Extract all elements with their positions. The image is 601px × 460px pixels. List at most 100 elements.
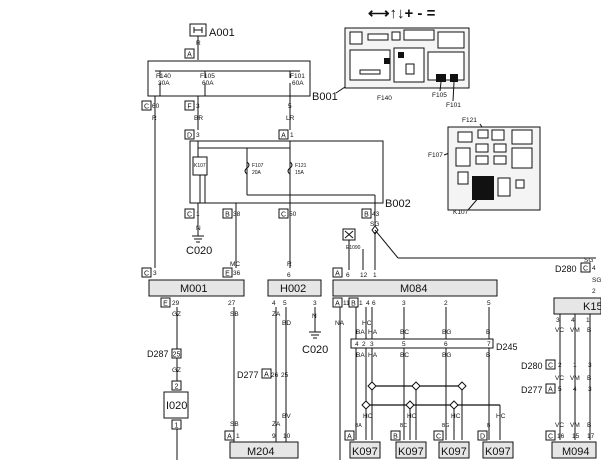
svg-text:R: R: [152, 115, 157, 122]
svg-text:VC: VC: [555, 327, 564, 334]
battery-a001: A001 R: [189, 23, 235, 60]
svg-text:C: C: [144, 271, 149, 278]
svg-text:F: F: [187, 104, 191, 111]
svg-text:SG: SG: [584, 257, 593, 264]
svg-text:9: 9: [272, 433, 276, 440]
svg-text:1: 1: [573, 362, 577, 369]
svg-text:25: 25: [281, 372, 289, 379]
svg-text:5: 5: [558, 386, 562, 393]
svg-text:1: 1: [359, 300, 363, 307]
svg-text:N: N: [312, 313, 317, 320]
h002-label: H002: [280, 283, 306, 295]
svg-text:D280: D280: [555, 264, 577, 274]
svg-text:B: B: [587, 422, 591, 429]
svg-text:4: 4: [366, 300, 370, 307]
e1090-component: E1090: [342, 228, 376, 270]
svg-text:SB: SB: [230, 311, 239, 318]
b002-layout-thumbnail[interactable]: F121 F107 K107: [428, 117, 541, 216]
svg-text:20A: 20A: [252, 170, 262, 176]
lower-wiring: GZ D287 25 GZ 2 I020 1 SB SB ZA BD D277 …: [147, 307, 345, 460]
svg-text:1: 1: [290, 132, 294, 139]
fuse-f121: F121: [295, 163, 307, 169]
svg-text:D: D: [187, 133, 192, 140]
svg-text:3: 3: [196, 132, 200, 139]
svg-text:F140: F140: [377, 95, 392, 102]
svg-text:6: 6: [444, 341, 448, 348]
svg-text:3: 3: [588, 362, 592, 369]
svg-text:26: 26: [271, 372, 279, 379]
svg-text:BV: BV: [282, 413, 291, 420]
svg-text:2: 2: [444, 300, 448, 307]
svg-text:HC: HC: [407, 413, 417, 420]
svg-text:1: 1: [586, 317, 590, 324]
svg-text:29: 29: [172, 300, 180, 307]
svg-text:GZ: GZ: [172, 367, 181, 374]
svg-text:D280: D280: [521, 361, 543, 371]
svg-text:A: A: [187, 52, 192, 59]
svg-text:38: 38: [233, 211, 241, 218]
svg-text:60A: 60A: [202, 80, 214, 87]
svg-text:11: 11: [343, 300, 350, 307]
svg-text:D287: D287: [147, 349, 169, 359]
svg-text:BA: BA: [356, 352, 365, 359]
svg-text:2: 2: [362, 341, 366, 348]
svg-text:5: 5: [487, 300, 491, 307]
b002-label: B002: [385, 198, 411, 210]
svg-text:30A: 30A: [158, 80, 170, 87]
module-h002: 6 H002 4 5 3: [267, 272, 322, 307]
fuse-f101: F101: [290, 73, 305, 80]
svg-text:E: E: [163, 301, 168, 308]
svg-text:2: 2: [592, 288, 596, 295]
svg-text:ZA: ZA: [272, 421, 281, 428]
svg-text:6: 6: [372, 300, 376, 307]
svg-text:B: B: [587, 375, 591, 382]
svg-text:B: B: [587, 327, 591, 334]
b001-label: B001: [312, 91, 338, 103]
b001-layout-thumbnail[interactable]: F140 F105 F101: [344, 27, 470, 109]
svg-text:C: C: [281, 212, 286, 219]
m084-label: M084: [400, 283, 428, 295]
svg-text:15: 15: [572, 433, 580, 440]
svg-text:D245: D245: [496, 342, 518, 352]
svg-text:C: C: [548, 434, 553, 441]
svg-text:NA: NA: [335, 320, 345, 327]
svg-text:VC: VC: [555, 422, 564, 429]
svg-text:VM: VM: [570, 375, 580, 382]
svg-text:BR: BR: [194, 115, 203, 122]
svg-text:HC: HC: [363, 413, 373, 420]
svg-text:6: 6: [287, 272, 291, 279]
svg-text:25: 25: [173, 352, 181, 359]
svg-text:BA: BA: [355, 423, 362, 429]
svg-text:3: 3: [153, 270, 157, 277]
b001-connectors: C 60 F 3 5 R BR LR: [141, 96, 295, 268]
fuse-box-b002: D 3 A 1 K107 F107 20A F121 15A B002: [184, 129, 411, 210]
diagram-toolbar[interactable]: ⟷↑↓+ - =: [368, 5, 436, 22]
svg-text:F101: F101: [446, 102, 461, 109]
svg-text:15A: 15A: [295, 170, 305, 176]
svg-text:A: A: [264, 372, 269, 379]
svg-text:HC: HC: [362, 320, 372, 327]
svg-text:17: 17: [587, 433, 595, 440]
svg-text:7: 7: [487, 341, 491, 348]
svg-text:BD: BD: [282, 320, 291, 327]
svg-text:B: B: [225, 212, 230, 219]
svg-text:A: A: [281, 133, 286, 140]
svg-text:2: 2: [558, 362, 562, 369]
i020-label: I020: [166, 400, 187, 412]
svg-text:2: 2: [175, 384, 179, 391]
svg-text:E1090: E1090: [346, 245, 361, 251]
svg-text:B: B: [486, 329, 490, 336]
svg-text:HA: HA: [368, 329, 378, 336]
svg-text:4: 4: [592, 265, 596, 272]
svg-text:GZ: GZ: [172, 311, 181, 318]
svg-text:BG: BG: [442, 423, 449, 429]
k097-d-label: K097: [485, 446, 511, 458]
k097-b-label: K097: [398, 446, 424, 458]
svg-text:C: C: [583, 266, 588, 273]
svg-text:F121: F121: [462, 117, 477, 124]
ground-c020-top: C020: [186, 245, 212, 257]
svg-text:27: 27: [228, 300, 236, 307]
svg-text:C: C: [436, 434, 441, 441]
m094-column: 3 4 1 VC VM B D280 C 2 1 3 VC VM B D277 …: [521, 314, 597, 459]
svg-text:3: 3: [556, 317, 560, 324]
